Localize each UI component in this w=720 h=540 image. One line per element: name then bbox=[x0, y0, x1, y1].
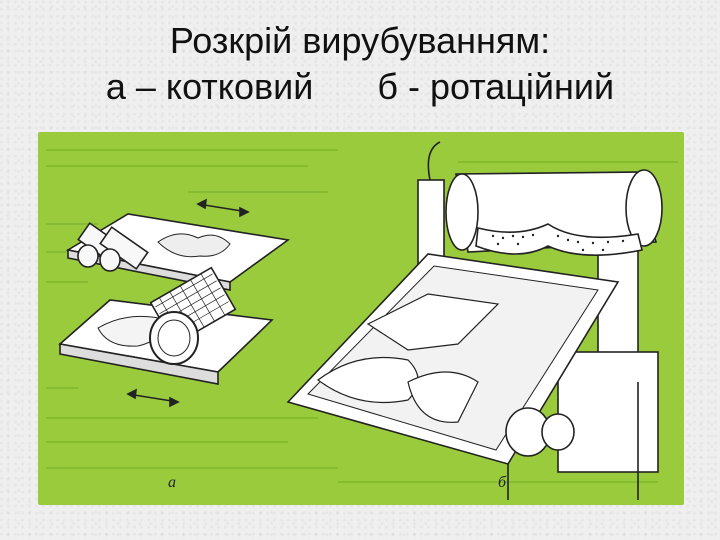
figure-label-a: а bbox=[168, 474, 176, 491]
cutting-illustration: а б bbox=[38, 132, 684, 505]
title-line-2: а – котковий б - ротаційний bbox=[0, 64, 720, 110]
title-caption-a: а – котковий bbox=[105, 66, 314, 107]
roller-press-drawing bbox=[58, 198, 291, 408]
title-caption-b: б - ротаційний bbox=[377, 66, 615, 107]
title-line-1: Розкрій вирубуванням: bbox=[169, 20, 551, 61]
slide-title: Розкрій вирубуванням: а – котковий б - р… bbox=[0, 18, 720, 110]
illustration-drawing bbox=[46, 141, 678, 500]
rotary-machine-drawing bbox=[286, 141, 663, 500]
figure-label-b: б bbox=[498, 474, 507, 491]
